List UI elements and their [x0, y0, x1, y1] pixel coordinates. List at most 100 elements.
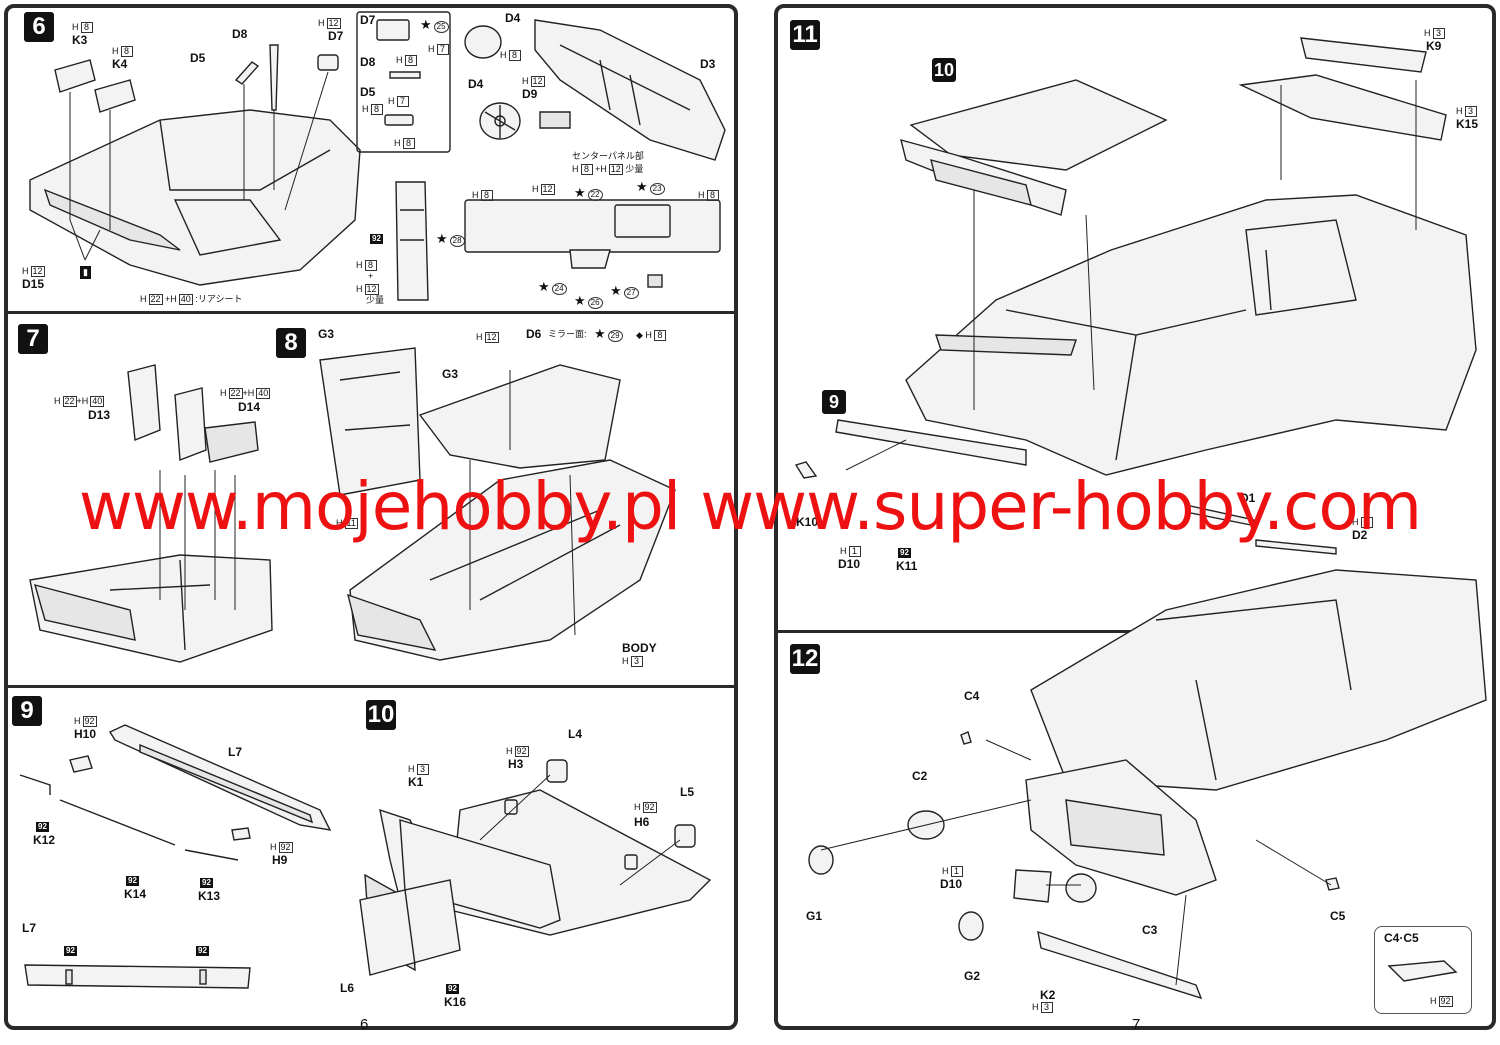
k12-code: 92 — [36, 822, 49, 832]
c4-c5-label: C4·C5 — [1384, 931, 1419, 945]
d1-label: D1 — [1240, 491, 1256, 505]
inset-star-25: ★25 — [420, 18, 449, 33]
step10-hood-grille-drawing — [359, 759, 712, 976]
g2-label: G2 — [964, 969, 981, 983]
k14-label: K14 — [124, 887, 147, 901]
step-number: 6 — [24, 12, 54, 42]
d4-label: D4 — [468, 77, 484, 91]
l7-bottom-label: L7 — [22, 921, 37, 935]
h3-label: H3 — [508, 757, 524, 771]
step-number: 12 — [790, 644, 820, 674]
page-number-right: 7 — [1132, 1016, 1141, 1033]
l4-label: L4 — [568, 727, 583, 741]
k2-label: K2 — [1040, 988, 1056, 1002]
g1-label: G1 — [806, 909, 823, 923]
k1-label: K1 — [408, 775, 424, 789]
star-27: ★27 — [610, 284, 639, 299]
step-number: 8 — [276, 328, 306, 358]
page-number-left: 6 — [360, 1016, 369, 1033]
c3-label: C3 — [1142, 923, 1158, 937]
k11-code: 92 — [898, 548, 911, 558]
star-23: ★23 — [636, 180, 665, 195]
step12-front-parts-drawing — [808, 731, 1340, 1000]
code-92-console: 92 — [370, 234, 383, 244]
k13-label: K13 — [198, 889, 221, 903]
step11-car-drawing — [794, 37, 1487, 791]
divider-step6-7 — [4, 311, 738, 314]
g3-label-top: G3 — [318, 327, 335, 341]
d2-label: D2 — [1352, 528, 1368, 542]
paint-icon: ▮ — [80, 266, 91, 279]
k16-code: 92 — [446, 984, 459, 994]
l7-label: L7 — [228, 745, 243, 759]
d7-label: D7 — [328, 29, 344, 43]
c4-c5-detail-drawing — [1387, 960, 1458, 982]
d3-label: D3 — [700, 57, 716, 71]
k15-label: K15 — [1456, 117, 1479, 131]
d15-label: D15 — [22, 277, 45, 291]
k10-label: K10 — [796, 515, 819, 529]
inset-d4-label: D4 — [505, 11, 521, 25]
l6-label: L6 — [340, 981, 355, 995]
code-92-left: 92 — [64, 946, 77, 956]
k3-label: K3 — [72, 33, 88, 47]
d6-label: D6 — [526, 327, 542, 341]
body-label: BODY — [622, 641, 657, 655]
c2-label: C2 — [912, 769, 928, 783]
console-plus: + — [368, 271, 374, 281]
k4-label: K4 — [112, 57, 128, 71]
sub-step-9: 9 — [822, 390, 846, 414]
watermark-text: www.mojehobby.pl www.super-hobby.com — [78, 468, 1422, 545]
star-22: ★22 — [574, 186, 603, 201]
divider-step7-9 — [4, 685, 738, 688]
h6-label: H6 — [634, 815, 650, 829]
k9-label: K9 — [1426, 39, 1442, 53]
sub-step-10: 10 — [932, 58, 956, 82]
center-panel-label: センターパネル部 — [572, 151, 644, 161]
d14-label: D14 — [238, 400, 261, 414]
star-28: ★28 — [436, 232, 465, 247]
h10-label: H10 — [74, 727, 97, 741]
g3-label-tub: G3 — [442, 367, 459, 381]
step-number: 7 — [18, 324, 48, 354]
k12-label: K12 — [33, 833, 56, 847]
code-92-right: 92 — [196, 946, 209, 956]
c4-label: C4 — [964, 689, 980, 703]
d5-label: D5 — [190, 51, 206, 65]
l5-label: L5 — [680, 785, 695, 799]
c5-label: C5 — [1330, 909, 1346, 923]
star-29: ★29 — [594, 327, 623, 342]
k16-label: K16 — [444, 995, 467, 1009]
inset-d8-label: D8 — [360, 55, 376, 69]
console-small: 少量 — [366, 295, 385, 305]
d9-label: D9 — [522, 87, 538, 101]
star-24: ★24 — [538, 280, 567, 295]
step6-interior-tub — [29, 11, 726, 301]
